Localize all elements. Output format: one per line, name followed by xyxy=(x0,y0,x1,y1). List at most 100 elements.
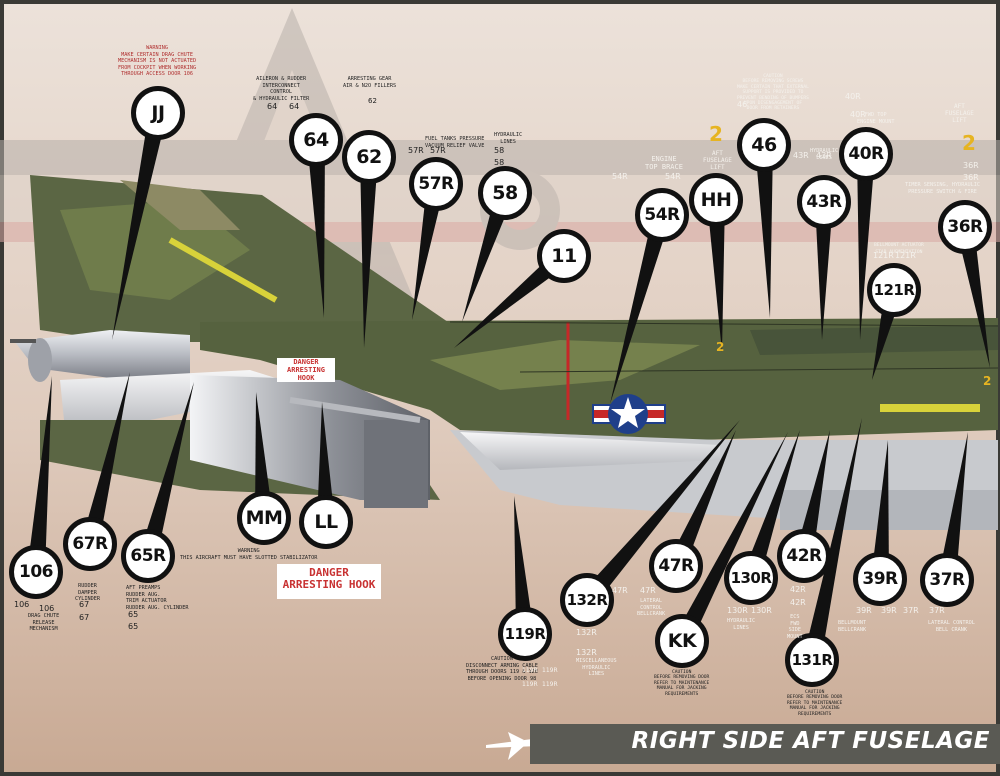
callout-pointer-mm xyxy=(255,392,273,519)
warning-stabilator-note: WARNING THIS AIRCRAFT MUST HAVE SLOTTED … xyxy=(180,548,318,561)
callout-119r[interactable]: 119R xyxy=(498,607,552,661)
aft-fuselage-lift-note: AFT FUSELAGE LIFT xyxy=(703,150,732,171)
label-54rb: 54R xyxy=(665,172,681,181)
callout-jj[interactable]: JJ xyxy=(131,86,185,140)
fuel-tanks-note: FUEL TANKS PRESSURE VACUUM RELIEF VALVE xyxy=(425,136,485,149)
callout-46[interactable]: 46 xyxy=(737,118,791,172)
callout-pointer-jj xyxy=(112,111,167,340)
aircraft-silhouette-icon xyxy=(486,730,552,760)
callout-pointer-57r xyxy=(412,182,445,320)
callout-pointer-43r xyxy=(815,201,833,340)
label-67b: 67 xyxy=(79,613,90,622)
aileron-rudder-note: AILERON & RUDDER INTERCONNECT CONTROL & … xyxy=(253,76,310,102)
label-121rb: 121R xyxy=(895,251,916,260)
label-47rb: 47R xyxy=(640,586,656,595)
callout-pointer-39r xyxy=(871,440,889,580)
callout-42r[interactable]: 42R xyxy=(777,529,831,583)
callout-57r[interactable]: 57R xyxy=(409,157,463,211)
callout-pointer-62 xyxy=(360,156,378,348)
callout-pointer-11 xyxy=(454,249,570,348)
callout-pointer-132r xyxy=(580,420,740,606)
callout-pointer-hh xyxy=(707,199,725,352)
label-43rb: 43R xyxy=(816,151,832,160)
callout-65r[interactable]: 65R xyxy=(121,529,175,583)
callout-kk[interactable]: KK xyxy=(655,614,709,668)
callout-130r[interactable]: 130R xyxy=(724,551,778,605)
misc-hydraulic-lines-note: MISCELLANEOUS HYDRAULIC LINES xyxy=(576,658,617,678)
label-106b: 106 xyxy=(39,604,55,613)
callout-106[interactable]: 106 xyxy=(9,545,63,599)
label-42rb: 42R xyxy=(790,598,806,607)
callout-pointer-kk xyxy=(673,432,788,646)
label-54ra: 54R xyxy=(612,172,628,181)
label-132rb: 132R xyxy=(576,648,597,657)
fwd-top-engine-mount-note: FWD TOP ENGINE MOUNT xyxy=(857,112,895,125)
callout-ll[interactable]: LL xyxy=(299,495,353,549)
label-119b: 119R xyxy=(542,667,558,674)
lift-point-marker-2c: 2 xyxy=(716,340,725,354)
nozzle-petals xyxy=(364,420,428,508)
callout-131r[interactable]: 131R xyxy=(785,633,839,687)
fuselage-camo-dark xyxy=(750,325,998,355)
callout-39r[interactable]: 39R xyxy=(853,552,907,606)
callout-43r[interactable]: 43R xyxy=(797,175,851,229)
label-65b: 65 xyxy=(128,622,139,631)
caution-kk-note: CAUTION BEFORE REMOVING DOOR REFER TO MA… xyxy=(654,670,710,697)
caution-131-note: CAUTION BEFORE REMOVING DOOR REFER TO MA… xyxy=(787,690,843,717)
callout-58[interactable]: 58 xyxy=(478,166,532,220)
formation-light-strip xyxy=(880,404,980,412)
rudder-damper-note: RUDDER DAMPER CYLINDER xyxy=(75,583,100,603)
label-58a: 58 xyxy=(494,146,505,155)
label-40ra: 40R xyxy=(845,92,861,101)
callout-pointer-67r xyxy=(81,372,130,547)
callout-mm[interactable]: MM xyxy=(237,491,291,545)
hydraulic-lines-58-note: HYDRAULIC LINES xyxy=(494,132,523,145)
tail-probe xyxy=(10,339,36,343)
callout-pointer-119r xyxy=(514,496,534,635)
arresting-hook xyxy=(289,397,421,423)
bellmount-actuator-note: BELLMOUNT ACTUATOR STAB AUGMENTATION xyxy=(874,243,924,255)
danger-arresting-hook-large: DANGER ARRESTING HOOK xyxy=(277,564,381,599)
callout-40r[interactable]: 40R xyxy=(839,127,893,181)
hydraulic-lines-130-note: HYDRAULIC LINES xyxy=(727,618,756,631)
engine-top-brace-note: ENGINE TOP BRACE xyxy=(645,155,683,171)
label-40rb: 40R xyxy=(850,110,866,119)
title-banner: RIGHT SIDE AFT FUSELAGE xyxy=(530,724,1000,764)
caution-46-note: CAUTION BEFORE REMOVING SCREWS MAKE CERT… xyxy=(737,74,809,112)
label-130rb: 130R xyxy=(751,606,772,615)
label-43ra: 43R xyxy=(793,151,809,160)
callout-132r[interactable]: 132R xyxy=(560,573,614,627)
stabilator-leading-edge xyxy=(460,432,720,470)
label-39rb: 39R xyxy=(881,606,897,615)
aft-fuselage-lift-right-note: AFT FUSELAGE LIFT xyxy=(945,103,974,124)
label-57r: 57R xyxy=(408,146,424,155)
label-62: 62 xyxy=(368,97,377,105)
callout-121r[interactable]: 121R xyxy=(867,263,921,317)
callout-pointer-131r xyxy=(803,418,862,662)
label-64a: 64 xyxy=(267,102,278,111)
callout-67r[interactable]: 67R xyxy=(63,517,117,571)
timer-sensing-note: TIMER SENSING, HYDRAULIC PRESSURE SWITCH… xyxy=(905,182,980,195)
label-119a: 119R xyxy=(522,667,538,674)
label-132ra: 132R xyxy=(576,628,597,637)
ecs-fwd-side-mount-note: ECS FWD SIDE MOUNT xyxy=(787,614,803,640)
callout-37r[interactable]: 37R xyxy=(920,553,974,607)
label-130ra: 130R xyxy=(727,606,748,615)
label-46a: 46 xyxy=(737,100,748,109)
callout-54r[interactable]: 54R xyxy=(635,188,689,242)
lift-point-marker-2a: 2 xyxy=(709,122,723,146)
callout-47r[interactable]: 47R xyxy=(649,539,703,593)
label-37rb: 37R xyxy=(929,606,945,615)
lateral-control-bellcrank-note: LATERAL CONTROL BELLCRANK xyxy=(637,598,666,618)
callout-62[interactable]: 62 xyxy=(342,130,396,184)
fin-camo-patch-tan xyxy=(120,180,240,230)
callout-36r[interactable]: 36R xyxy=(938,200,992,254)
callout-hh[interactable]: HH xyxy=(689,173,743,227)
callout-pointer-54r xyxy=(610,212,671,404)
callout-pointer-ll xyxy=(317,402,335,523)
callout-64[interactable]: 64 xyxy=(289,113,343,167)
fuselage-camo-green xyxy=(430,340,700,390)
fin-anti-collision-strip xyxy=(168,237,278,303)
callout-11[interactable]: 11 xyxy=(537,229,591,283)
